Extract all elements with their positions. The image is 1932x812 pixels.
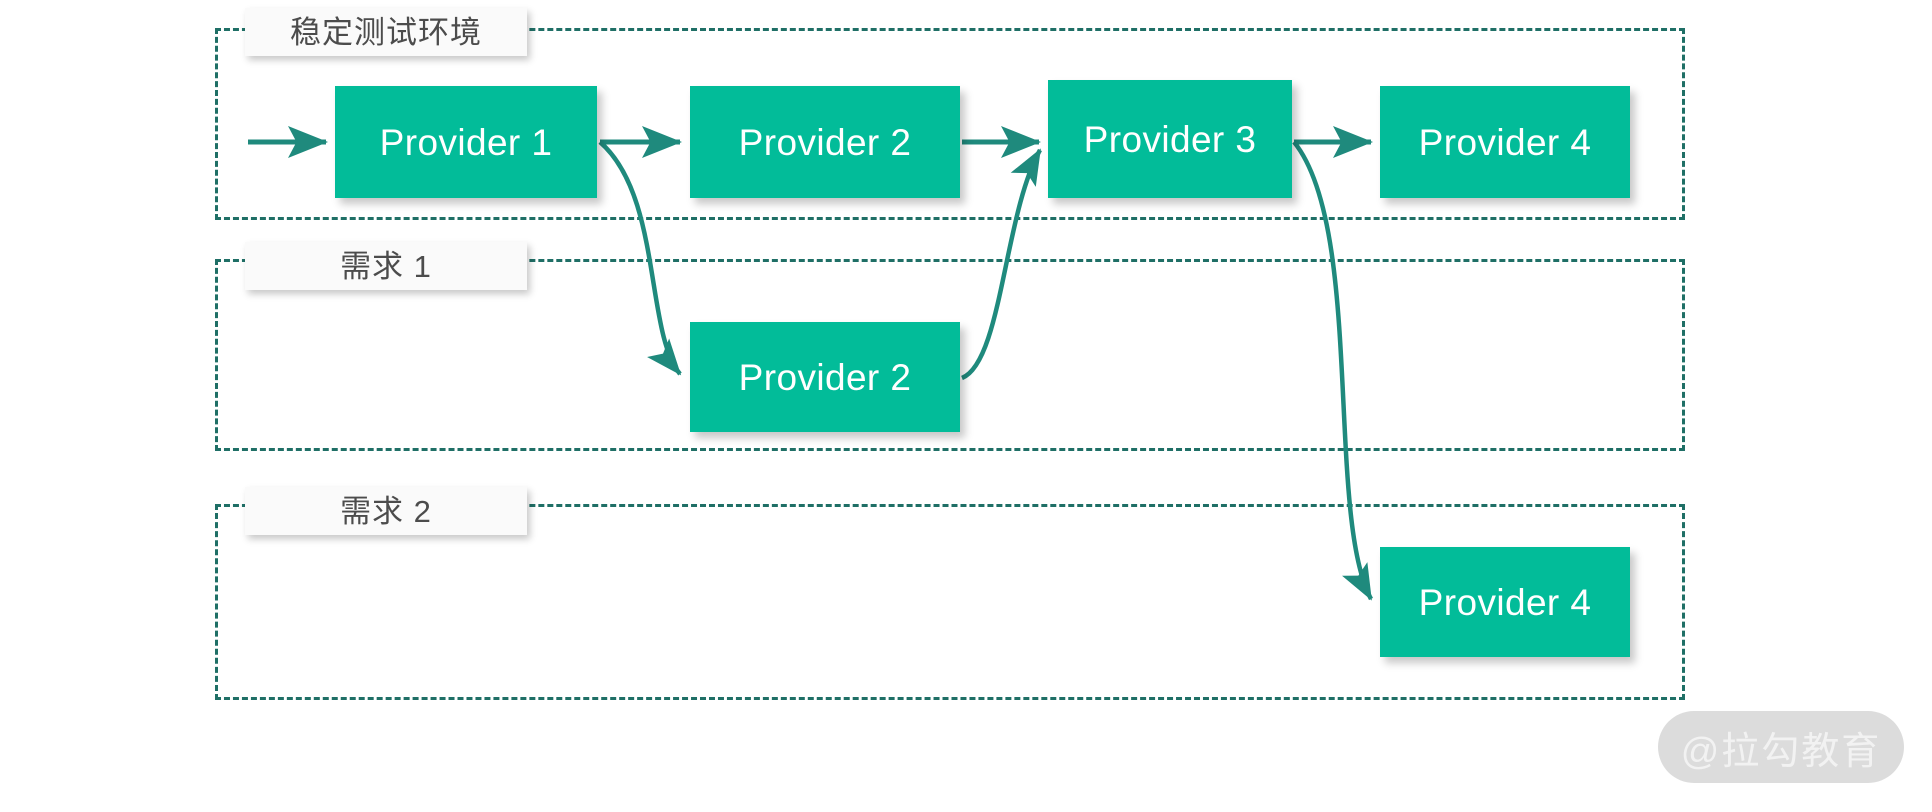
node-label: Provider 2 [738, 121, 912, 163]
container-stable-test-env [215, 28, 1685, 220]
container-label-text: 需求 2 [340, 493, 432, 529]
container-requirement-1 [215, 259, 1685, 451]
node-label: Provider 4 [1418, 581, 1592, 623]
node-label: Provider 1 [379, 121, 553, 163]
container-label-requirement-1: 需求 1 [245, 242, 527, 290]
container-label-text: 稳定测试环境 [290, 14, 482, 50]
node-req2-provider-4[interactable]: Provider 4 [1380, 547, 1630, 657]
node-env-provider-3[interactable]: Provider 3 [1048, 80, 1292, 198]
node-label: Provider 3 [1083, 118, 1257, 160]
container-requirement-2 [215, 504, 1685, 700]
node-req1-provider-2[interactable]: Provider 2 [690, 322, 960, 432]
watermark-badge: @拉勾教育 [1658, 711, 1904, 783]
node-env-provider-1[interactable]: Provider 1 [335, 86, 597, 198]
node-label: Provider 4 [1418, 121, 1592, 163]
container-label-stable-test-env: 稳定测试环境 [245, 8, 527, 56]
node-env-provider-4[interactable]: Provider 4 [1380, 86, 1630, 198]
watermark-text: @拉勾教育 [1680, 730, 1882, 773]
node-env-provider-2[interactable]: Provider 2 [690, 86, 960, 198]
container-label-text: 需求 1 [340, 248, 432, 284]
container-label-requirement-2: 需求 2 [245, 487, 527, 535]
node-label: Provider 2 [738, 356, 912, 398]
